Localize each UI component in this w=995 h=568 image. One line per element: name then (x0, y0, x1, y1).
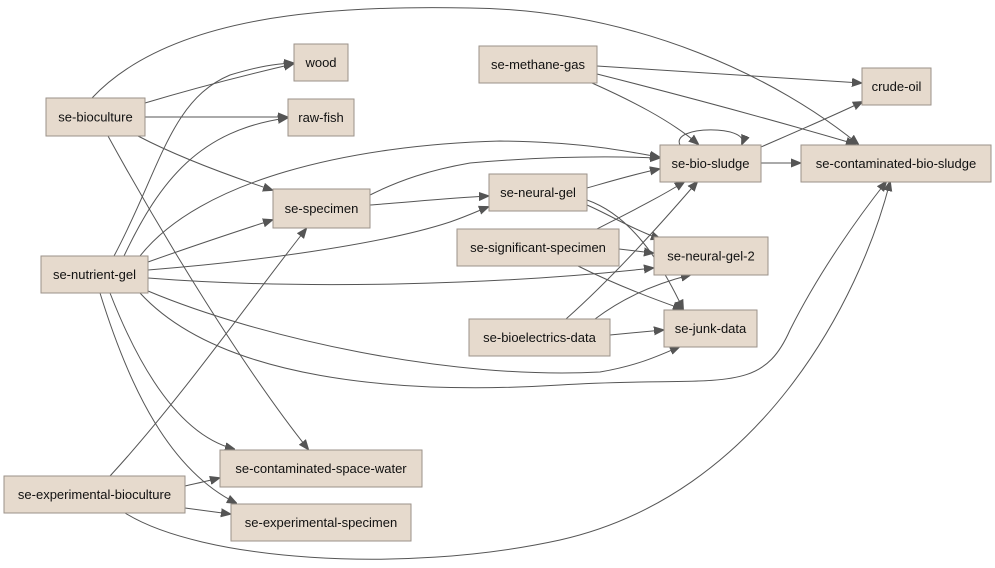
edge-se-bio-sludge-to-crude-oil (760, 102, 862, 148)
edge-se-experimental-bioculture-to-se-experimental-specimen (184, 507, 230, 514)
node-crude-oil[interactable]: crude-oil (861, 67, 932, 106)
node-label: se-methane-gas (491, 57, 585, 72)
edge-se-methane-gas-to-se-contaminated-bio-sludge (596, 73, 855, 144)
node-se-junk-data[interactable]: se-junk-data (663, 309, 758, 348)
edge-se-experimental-bioculture-to-se-contaminated-space-water (184, 478, 219, 487)
node-label: se-bio-sludge (671, 156, 749, 171)
node-se-nutrient-gel[interactable]: se-nutrient-gel (40, 255, 149, 294)
edge-se-nutrient-gel-to-se-specimen (147, 220, 272, 263)
node-raw-fish[interactable]: raw-fish (287, 98, 355, 137)
edge-se-nutrient-gel-to-se-bio-sludge (139, 140, 659, 257)
edge-se-experimental-bioculture-to-se-contaminated-bio-sludge (124, 182, 890, 560)
edge-se-bioelectrics-data-to-se-junk-data (609, 330, 663, 335)
node-box (653, 236, 769, 276)
edge-se-neural-gel-to-se-bio-sludge (586, 169, 659, 189)
node-box (861, 67, 932, 106)
node-box (40, 255, 149, 294)
edge-se-nutrient-gel-to-raw-fish (123, 118, 287, 257)
node-label: se-bioculture (58, 110, 132, 125)
node-label: raw-fish (298, 110, 344, 125)
nodes-layer: wood raw-fish se-bioculture se-methane-gas c… (3, 43, 992, 542)
node-box (659, 144, 762, 183)
edge-se-neural-gel-to-se-neural-gel-2 (586, 204, 660, 239)
edge-se-nutrient-gel-to-se-neural-gel (147, 207, 488, 271)
edge-se-nutrient-gel-to-se-neural-gel-2 (147, 268, 653, 286)
edge-se-bioculture-to-se-specimen (137, 135, 272, 190)
node-box (663, 309, 758, 348)
node-label: se-experimental-specimen (245, 515, 397, 530)
node-label: se-nutrient-gel (53, 267, 136, 282)
edge-se-significant-specimen-to-se-neural-gel-2 (618, 249, 653, 253)
node-label: se-significant-specimen (470, 240, 606, 255)
edge-se-methane-gas-to-crude-oil (596, 65, 861, 83)
edge-se-bioculture-to-se-contaminated-bio-sludge (91, 7, 858, 144)
node-se-neural-gel[interactable]: se-neural-gel (488, 173, 588, 212)
node-se-experimental-bioculture[interactable]: se-experimental-bioculture (3, 475, 186, 514)
edge-se-specimen-to-se-neural-gel (369, 196, 488, 206)
node-label: se-bioelectrics-data (483, 330, 596, 345)
edge-se-bioculture-to-se-contaminated-space-water (107, 135, 308, 449)
node-box (219, 449, 423, 488)
node-se-experimental-specimen[interactable]: se-experimental-specimen (230, 503, 412, 542)
edge-se-neural-gel-to-se-junk-data (586, 199, 683, 309)
edge-se-significant-specimen-to-se-junk-data (577, 265, 682, 309)
node-label: se-contaminated-space-water (235, 461, 407, 476)
edge-se-bioculture-to-wood (144, 64, 293, 104)
edge-se-nutrient-gel-to-se-experimental-specimen (99, 292, 236, 503)
node-label: se-neural-gel-2 (667, 249, 754, 264)
node-box (800, 144, 992, 183)
node-se-bioelectrics-data[interactable]: se-bioelectrics-data (468, 318, 611, 357)
edge-se-nutrient-gel-to-se-contaminated-space-water (109, 292, 234, 449)
node-label: se-junk-data (675, 321, 747, 336)
edge-se-significant-specimen-to-se-bio-sludge (596, 182, 684, 230)
node-box (478, 45, 598, 84)
edge-se-experimental-bioculture-to-se-specimen (109, 229, 306, 477)
node-label: se-neural-gel (500, 185, 576, 200)
node-se-contaminated-bio-sludge[interactable]: se-contaminated-bio-sludge (800, 144, 992, 183)
node-box (456, 228, 620, 267)
edge-se-bioelectrics-data-to-se-bio-sludge (565, 182, 697, 320)
node-se-neural-gel-2[interactable]: se-neural-gel-2 (653, 236, 769, 276)
node-box (488, 173, 588, 212)
node-label: wood (304, 55, 336, 70)
edge-se-specimen-to-se-bio-sludge (369, 157, 659, 196)
node-wood[interactable]: wood (293, 43, 349, 82)
node-label: crude-oil (872, 79, 922, 94)
node-label: se-contaminated-bio-sludge (816, 156, 976, 171)
edge-se-bio-sludge-to-se-bio-sludge (678, 129, 742, 145)
edges-layer (91, 7, 890, 560)
node-se-bio-sludge[interactable]: se-bio-sludge (659, 144, 762, 183)
edge-se-nutrient-gel-to-se-contaminated-bio-sludge (139, 182, 886, 389)
node-label: se-experimental-bioculture (18, 487, 171, 502)
node-se-specimen[interactable]: se-specimen (272, 188, 371, 229)
node-box (287, 98, 355, 137)
node-box (468, 318, 611, 357)
node-box (293, 43, 349, 82)
node-box (272, 188, 371, 229)
node-box (45, 97, 146, 137)
node-label: se-specimen (285, 201, 359, 216)
edge-se-methane-gas-to-se-bio-sludge (591, 82, 698, 144)
node-se-bioculture[interactable]: se-bioculture (45, 97, 146, 137)
node-se-contaminated-space-water[interactable]: se-contaminated-space-water (219, 449, 423, 488)
node-se-significant-specimen[interactable]: se-significant-specimen (456, 228, 620, 267)
edge-se-bioelectrics-data-to-se-neural-gel-2 (594, 275, 690, 320)
node-se-methane-gas[interactable]: se-methane-gas (478, 45, 598, 84)
node-box (230, 503, 412, 542)
edge-se-nutrient-gel-to-wood (113, 63, 293, 257)
node-box (3, 475, 186, 514)
